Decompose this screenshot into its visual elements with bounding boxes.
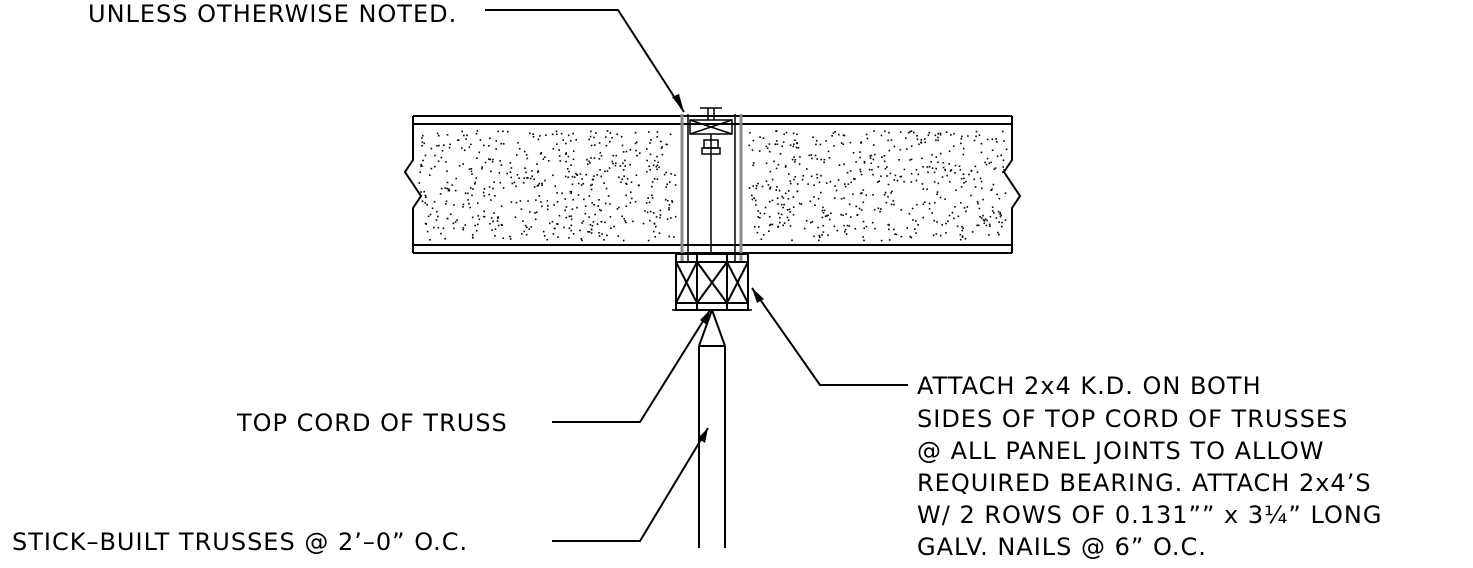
attach-note-line: ATTACH 2x4 K.D. ON BOTH <box>917 372 1262 400</box>
truss-web-member <box>698 309 726 548</box>
attach-note-line: REQUIRED BEARING. ATTACH 2x4’S <box>917 469 1372 497</box>
attach-note-line: @ ALL PANEL JOINTS TO ALLOW <box>917 437 1325 465</box>
panel-joint-spline <box>680 107 743 262</box>
note-attach-2x4: ATTACH 2x4 K.D. ON BOTH SIDES OF TOP COR… <box>917 372 1382 561</box>
note-top-cord: TOP CORD OF TRUSS <box>236 409 508 437</box>
truss-top-cord-with-2x4-blocks <box>672 253 752 311</box>
attach-note-line: SIDES OF TOP CORD OF TRUSSES <box>917 405 1348 433</box>
note-unless-otherwise-noted: UNLESS OTHERWISE NOTED. <box>88 0 457 28</box>
attach-note-line: W/ 2 ROWS OF 0.131”” x 3¼” LONG <box>917 501 1382 529</box>
attach-note-line: GALV. NAILS @ 6” O.C. <box>917 533 1207 561</box>
note-stick-built-trusses: STICK–BUILT TRUSSES @ 2’–0” O.C. <box>12 528 468 556</box>
leader-lines <box>485 9 908 542</box>
foam-core-stipple <box>418 130 1008 242</box>
insulated-panel <box>403 115 1022 254</box>
